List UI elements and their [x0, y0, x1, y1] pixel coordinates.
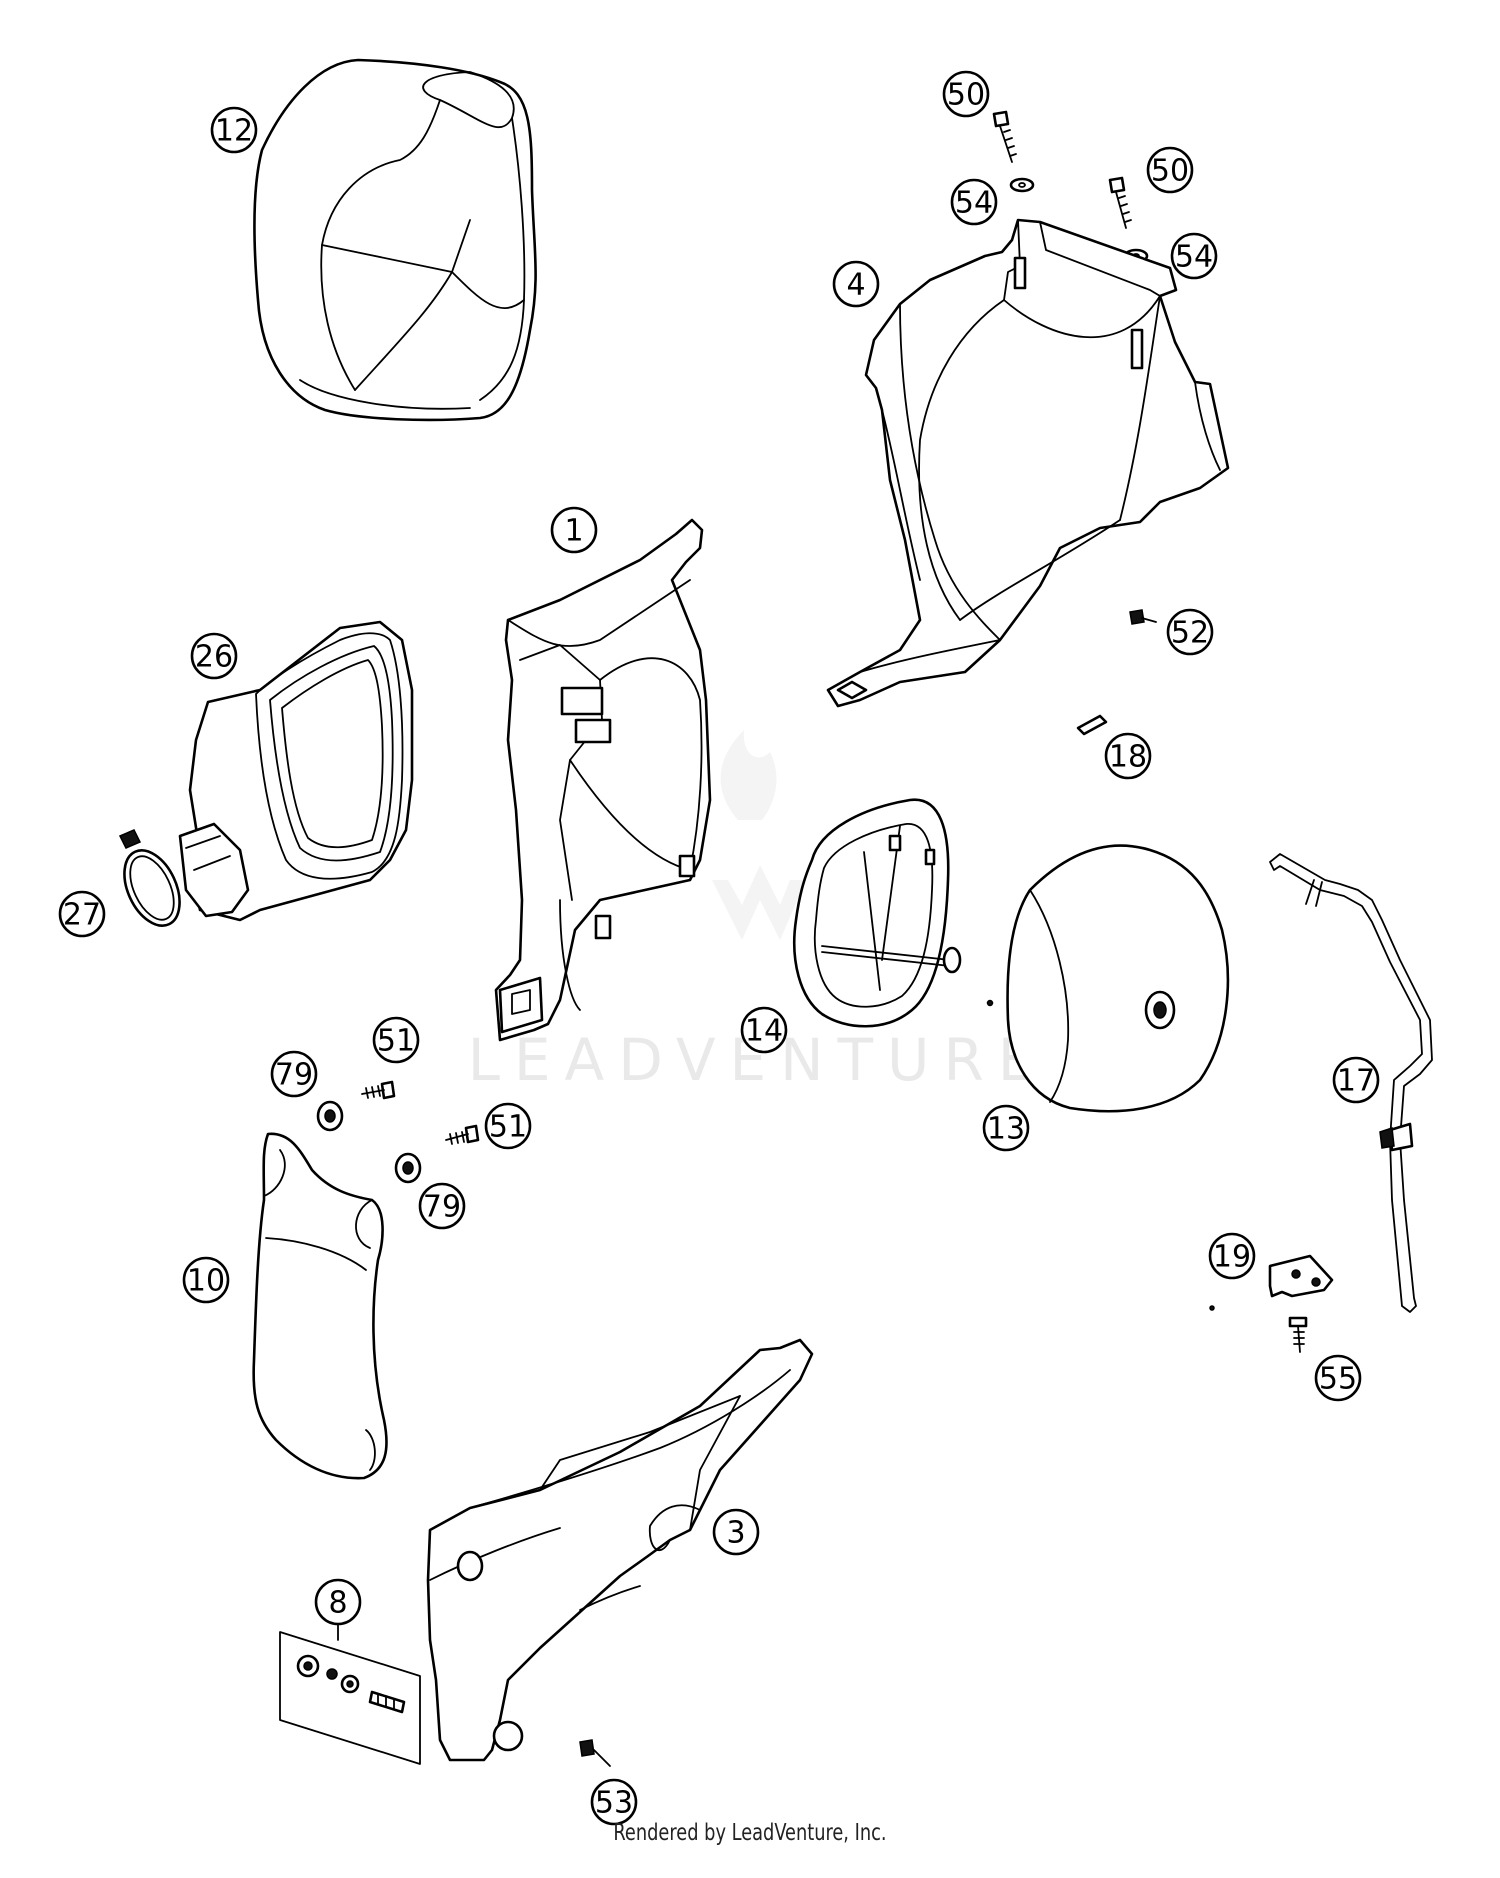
callout-17: 17: [1332, 1056, 1380, 1104]
callout-10: 10: [182, 1256, 230, 1304]
washer-54-upper: [1009, 177, 1035, 193]
callout-51-upper: 51: [372, 1016, 420, 1064]
callout-79-upper-label: 79: [275, 1058, 313, 1093]
callout-17-label: 17: [1337, 1064, 1375, 1099]
callout-51-lower: 51: [484, 1102, 532, 1150]
callout-26: 26: [190, 632, 238, 680]
callout-27-label: 27: [63, 898, 101, 933]
callout-14: 14: [740, 1006, 788, 1054]
callout-50-lower: 50: [1146, 146, 1194, 194]
part-12-airbox-cover: [253, 58, 537, 422]
callout-50-upper: 50: [942, 70, 990, 118]
part-8-fastener-kit: [279, 1631, 421, 1765]
pin-18: [1076, 714, 1108, 736]
callout-4-label: 4: [846, 268, 865, 303]
callout-50-upper-label: 50: [947, 78, 985, 113]
callout-10-label: 10: [187, 1264, 225, 1299]
callout-55: 55: [1314, 1354, 1362, 1402]
bolt-50-upper: [992, 110, 1017, 163]
callout-55-label: 55: [1319, 1362, 1357, 1397]
screw-51-lower: [445, 1124, 480, 1145]
bolt-50-lower: [1108, 176, 1132, 229]
callout-52: 52: [1166, 608, 1214, 656]
callout-3-label: 3: [726, 1516, 745, 1551]
callout-8: 8: [314, 1578, 362, 1626]
callout-79-lower: 79: [418, 1182, 466, 1230]
part-1-airbox-frame: [494, 518, 712, 1042]
callout-51-lower-label: 51: [489, 1110, 527, 1145]
callout-26-label: 26: [195, 640, 233, 675]
callout-54-lower: 54: [1170, 232, 1218, 280]
part-26-intake-boot: [178, 620, 414, 922]
callout-4: 4: [832, 260, 880, 308]
footer-credit: Rendered by LeadVenture, Inc.: [613, 1820, 887, 1846]
callout-19: 19: [1208, 1232, 1256, 1280]
callout-54-upper-label: 54: [955, 186, 993, 221]
callout-50-lower-label: 50: [1151, 154, 1189, 189]
screw-52: [1129, 609, 1157, 625]
part-27-hose-clamp: [118, 829, 181, 927]
callout-14-label: 14: [745, 1014, 783, 1049]
watermark-logo: [712, 730, 806, 940]
callout-1-label: 1: [564, 514, 583, 549]
part-13-air-filter: [986, 844, 1230, 1113]
callout-51-upper-label: 51: [377, 1024, 415, 1059]
callout-12-label: 12: [215, 114, 253, 149]
part-3-side-cover: [426, 1338, 814, 1762]
callout-53-label: 53: [595, 1786, 633, 1821]
part-10-side-panel: [252, 1132, 388, 1480]
part-19-bracket: [1209, 1254, 1334, 1311]
callout-52-label: 52: [1171, 616, 1209, 651]
callout-13: 13: [982, 1104, 1030, 1152]
part-14-filter-cage: [792, 798, 962, 1028]
callout-54-lower-label: 54: [1175, 240, 1213, 275]
callout-79-lower-label: 79: [423, 1190, 461, 1225]
callout-8-label: 8: [328, 1586, 347, 1621]
callout-12: 12: [210, 106, 258, 154]
callout-79-upper: 79: [270, 1050, 318, 1098]
screw-55: [1288, 1316, 1308, 1353]
callout-27: 27: [58, 890, 106, 938]
callout-18: 18: [1104, 732, 1152, 780]
part-17-breather-hose: [1269, 853, 1433, 1313]
callout-1: 1: [550, 506, 598, 554]
callout-53: 53: [590, 1778, 638, 1826]
callout-54-upper: 54: [950, 178, 998, 226]
part-4-airbox-shroud: [826, 218, 1230, 708]
washer-79-upper: [316, 1100, 344, 1132]
screw-51-upper: [361, 1080, 396, 1100]
washer-79-lower: [394, 1152, 422, 1184]
callout-19-label: 19: [1213, 1240, 1251, 1275]
callout-3: 3: [712, 1508, 760, 1556]
callout-13-label: 13: [987, 1112, 1025, 1147]
callout-18-label: 18: [1109, 740, 1147, 775]
screw-53: [579, 1739, 611, 1767]
